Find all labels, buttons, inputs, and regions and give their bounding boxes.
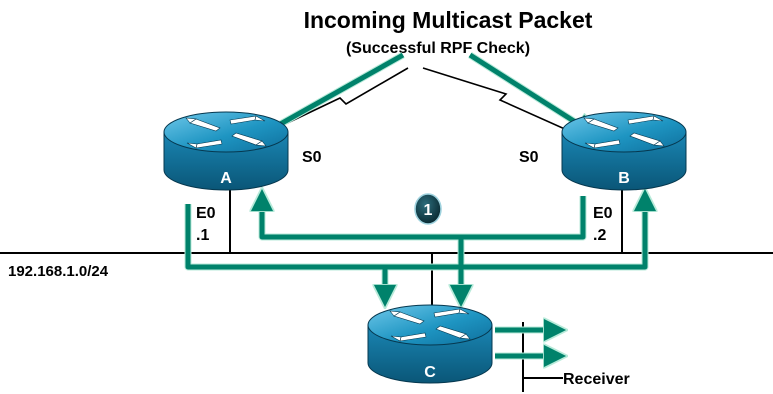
router-a: A bbox=[163, 111, 289, 191]
router-b-ethernet-label: E0 bbox=[593, 205, 613, 222]
router-c: C bbox=[367, 304, 493, 384]
router-a-host-label: .1 bbox=[196, 227, 209, 244]
arrow-source-to-b bbox=[468, 52, 591, 132]
diagram-title: Incoming Multicast Packet bbox=[304, 7, 593, 33]
packet-arrows bbox=[184, 51, 645, 356]
router-c-label: C bbox=[424, 364, 436, 381]
router-b-serial-label: S0 bbox=[519, 149, 539, 166]
serial-link-a bbox=[276, 67, 409, 129]
router-b-host-label: .2 bbox=[593, 227, 606, 244]
receiver-label: Receiver bbox=[563, 371, 630, 388]
router-a-ethernet-label: E0 bbox=[196, 205, 216, 222]
router-a-label: A bbox=[220, 170, 232, 187]
serial-link-b bbox=[422, 67, 568, 131]
network-label: 192.168.1.0/24 bbox=[8, 263, 109, 280]
step-badge-number: 1 bbox=[424, 202, 433, 219]
diagram-subtitle: (Successful RPF Check) bbox=[346, 40, 530, 57]
arrow-b-e0-to-a bbox=[262, 196, 586, 240]
router-a-serial-label: S0 bbox=[302, 149, 322, 166]
router-b-label: B bbox=[618, 170, 630, 187]
step-badge: 1 bbox=[414, 193, 442, 225]
router-b: B bbox=[561, 111, 687, 191]
arrow-a-e0-to-b bbox=[185, 196, 645, 270]
